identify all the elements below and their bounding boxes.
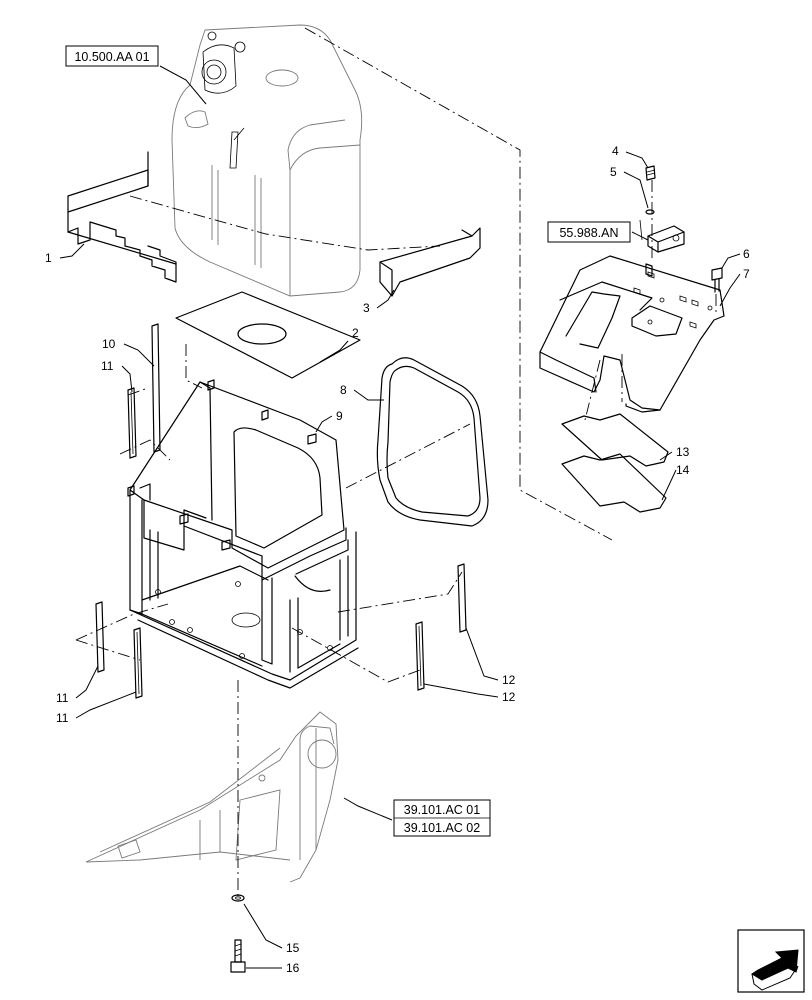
callout-8: 8 — [340, 383, 347, 397]
ref-frame[interactable]: 39.101.AC 01 39.101.AC 02 — [393, 799, 491, 837]
bolt-4 — [645, 165, 656, 181]
callout-13: 13 — [676, 445, 690, 459]
callout-12-upper: 12 — [502, 673, 516, 687]
strip-12-upper — [457, 563, 467, 633]
callout-15: 15 — [286, 941, 300, 955]
callout-4: 4 — [612, 144, 619, 158]
callout-16: 16 — [286, 961, 300, 975]
bolt-6 — [711, 267, 723, 293]
gasket-13 — [561, 413, 669, 467]
ref-tank-label: 10.500.AA 01 — [74, 50, 149, 64]
callout-3: 3 — [363, 301, 370, 315]
bolt-16 — [230, 939, 246, 973]
strip-12-lower — [415, 621, 425, 691]
callout-9: 9 — [336, 409, 343, 423]
ref-tank[interactable]: 10.500.AA 01 — [65, 45, 159, 67]
gasket-14 — [561, 453, 667, 513]
valve-block — [639, 219, 685, 277]
callout-12-lower: 12 — [502, 690, 516, 704]
callout-5: 5 — [610, 165, 617, 179]
ref-valve-label: 55.988.AN — [559, 226, 618, 240]
strip-11-lower-a — [95, 601, 105, 673]
ref-frame-bottom-label: 39.101.AC 02 — [404, 821, 480, 835]
callout-labels: 1 2 3 4 5 6 7 8 9 10 11 11 11 12 12 13 1… — [45, 144, 750, 975]
bracket-left — [67, 151, 177, 283]
fuel-tank-ghost — [171, 24, 363, 297]
assembly-lines — [75, 27, 717, 900]
pad — [175, 291, 361, 379]
callout-11-bottom: 11 — [56, 711, 69, 725]
callout-10: 10 — [102, 337, 116, 351]
callout-1: 1 — [45, 251, 52, 265]
washer-5 — [645, 209, 655, 215]
cover-plate — [539, 255, 725, 413]
callout-7: 7 — [743, 267, 750, 281]
support-frame-ghost — [85, 711, 339, 883]
leader-lines — [59, 65, 741, 969]
callout-11-top: 11 — [101, 359, 114, 373]
strip-10 — [151, 323, 161, 453]
callout-6: 6 — [743, 247, 750, 261]
ref-frame-top-label: 39.101.AC 01 — [404, 803, 480, 817]
bracket-right — [379, 227, 481, 297]
callout-2: 2 — [352, 326, 359, 340]
callout-11-mid: 11 — [56, 691, 69, 705]
main-frame — [127, 379, 359, 689]
strip-11-lower-b — [133, 627, 143, 699]
seal-ring — [376, 357, 489, 527]
callout-14: 14 — [676, 463, 690, 477]
ref-valve[interactable]: 55.988.AN — [547, 221, 631, 243]
arrow-icon[interactable] — [737, 929, 805, 993]
